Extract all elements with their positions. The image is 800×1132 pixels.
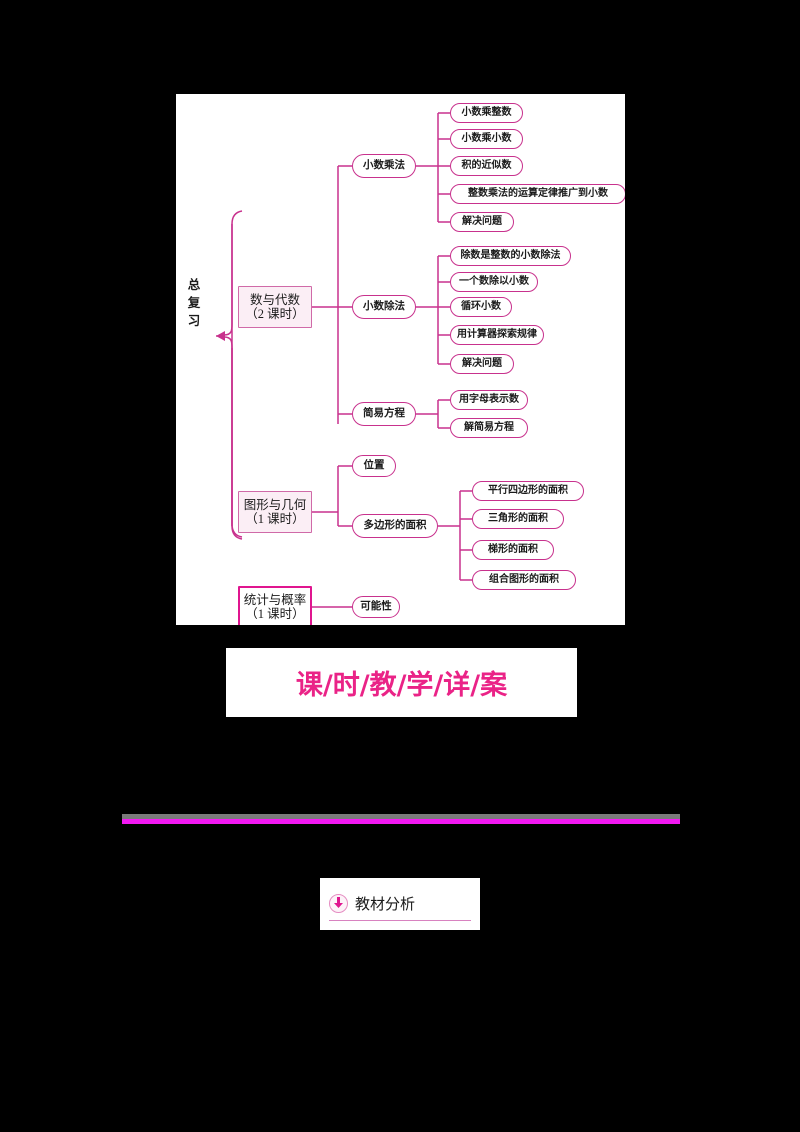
leaf-node[interactable]: 梯形的面积 [472,540,554,560]
leaf-label: 组合图形的面积 [489,574,559,586]
section-heading-card: 教材分析 [320,878,480,930]
leaf-node[interactable]: 循环小数 [450,297,512,317]
leaf-label: 三角形的面积 [488,513,548,525]
leaf-label: 用字母表示数 [459,394,519,406]
leaf-node[interactable]: 积的近似数 [450,156,523,176]
subbranch-label: 多边形的面积 [363,520,427,532]
subbranch-label: 小数除法 [363,301,405,313]
branch-title: 统计与概率 [243,593,307,607]
divider-pink-bar [122,819,680,824]
subbranch-label: 位置 [363,460,385,472]
mindmap-connectors [216,112,472,608]
leaf-label: 循环小数 [461,301,501,313]
leaf-label: 梯形的面积 [488,544,538,556]
leaf-node[interactable]: 用计算器探索规律 [450,325,544,345]
root-label-char-1: 总 [187,278,201,292]
section-heading-inner: 教材分析 [329,886,471,921]
leaf-node[interactable]: 解决问题 [450,212,514,232]
leaf-node[interactable]: 小数乘小数 [450,129,523,149]
section-divider [122,814,680,824]
leaf-label: 积的近似数 [461,160,512,172]
leaf-node[interactable]: 解简易方程 [450,418,528,438]
leaf-node[interactable]: 除数是整数的小数除法 [450,246,571,266]
leaf-label: 小数乘整数 [461,107,512,119]
leaf-node[interactable]: 组合图形的面积 [472,570,576,590]
title-banner-text: 课/时/教/学/详/案 [295,670,508,701]
leaf-node[interactable]: 整数乘法的运算定律推广到小数 [450,184,625,204]
subbranch-ke-neng-xing[interactable]: 可能性 [352,596,400,618]
subbranch-label: 简易方程 [363,408,405,420]
leaf-node[interactable]: 小数乘整数 [450,103,523,123]
arrow-down-glyph [334,897,343,908]
subbranch-duo-bian-xing-de-mian-ji[interactable]: 多边形的面积 [352,514,438,538]
leaf-label: 用计算器探索规律 [457,329,537,341]
divider-gray-bar [122,814,680,819]
branch-title: 图形与几何 [243,498,307,512]
leaf-label: 整数乘法的运算定律推广到小数 [468,188,608,200]
subbranch-xiao-shu-cheng-fa[interactable]: 小数乘法 [352,154,416,178]
leaf-node[interactable]: 三角形的面积 [472,509,564,529]
leaf-node[interactable]: 一个数除以小数 [450,272,538,292]
branch-hours: （1 课时） [245,512,305,526]
root-label-char-3: 习 [187,314,201,329]
subbranch-label: 可能性 [360,601,392,613]
subbranch-jian-yi-fang-cheng[interactable]: 简易方程 [352,402,416,426]
subbranch-wei-zhi[interactable]: 位置 [352,455,396,477]
leaf-label: 解简易方程 [464,422,514,434]
download-arrow-icon [329,893,348,913]
branch-box-shu-yu-dai-shu[interactable]: 数与代数 （2 课时） [238,286,312,328]
branch-box-tu-xing-yu-ji-he[interactable]: 图形与几何 （1 课时） [238,491,312,533]
leaf-label: 除数是整数的小数除法 [460,250,561,262]
subbranch-xiao-shu-chu-fa[interactable]: 小数除法 [352,295,416,319]
title-banner: 课/时/教/学/详/案 [226,648,577,717]
leaf-node[interactable]: 解决问题 [450,354,514,374]
leaf-label: 解决问题 [462,358,502,370]
leaf-label: 一个数除以小数 [459,276,529,288]
mindmap-root-label: 总 复 习 [184,276,204,330]
leaf-node[interactable]: 用字母表示数 [450,390,528,410]
section-heading-title: 教材分析 [355,894,416,913]
leaf-label: 解决问题 [462,216,502,228]
mindmap-panel: 总 复 习 数与代数 （2 课时） 小数乘法 小数乘整数 小数乘小数 积的近似数… [176,94,625,625]
branch-title: 数与代数 [249,293,300,307]
leaf-label: 平行四边形的面积 [488,485,568,497]
root-label-char-2: 复 [187,296,201,311]
leaf-label: 小数乘小数 [461,133,512,145]
subbranch-label: 小数乘法 [363,160,405,172]
leaf-node[interactable]: 平行四边形的面积 [472,481,584,501]
branch-box-tong-ji-yu-gai-lv[interactable]: 统计与概率 （1 课时） [238,586,312,625]
branch-hours: （2 课时） [245,307,305,321]
branch-hours: （1 课时） [245,607,305,621]
